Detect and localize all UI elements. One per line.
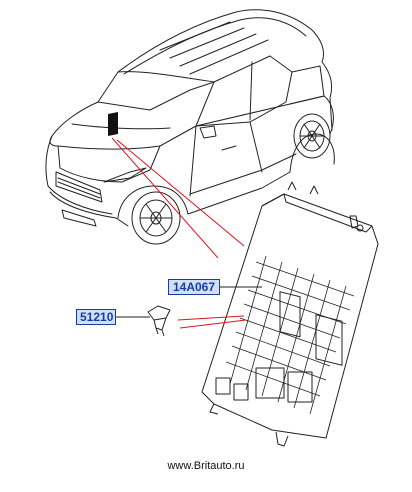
website-footer: www.Britauto.ru xyxy=(167,460,245,472)
fuse-box-illustration xyxy=(201,181,379,447)
mini-fuse-illustration xyxy=(147,305,171,337)
part-callout-fuse[interactable]: 51210 xyxy=(76,309,116,325)
vehicle-illustration xyxy=(45,9,335,245)
location-marker xyxy=(108,112,118,136)
leader-lines-black xyxy=(116,286,262,318)
part-callout-fuse-box[interactable]: 14A067 xyxy=(168,279,220,295)
leader-lines-red xyxy=(111,137,247,329)
